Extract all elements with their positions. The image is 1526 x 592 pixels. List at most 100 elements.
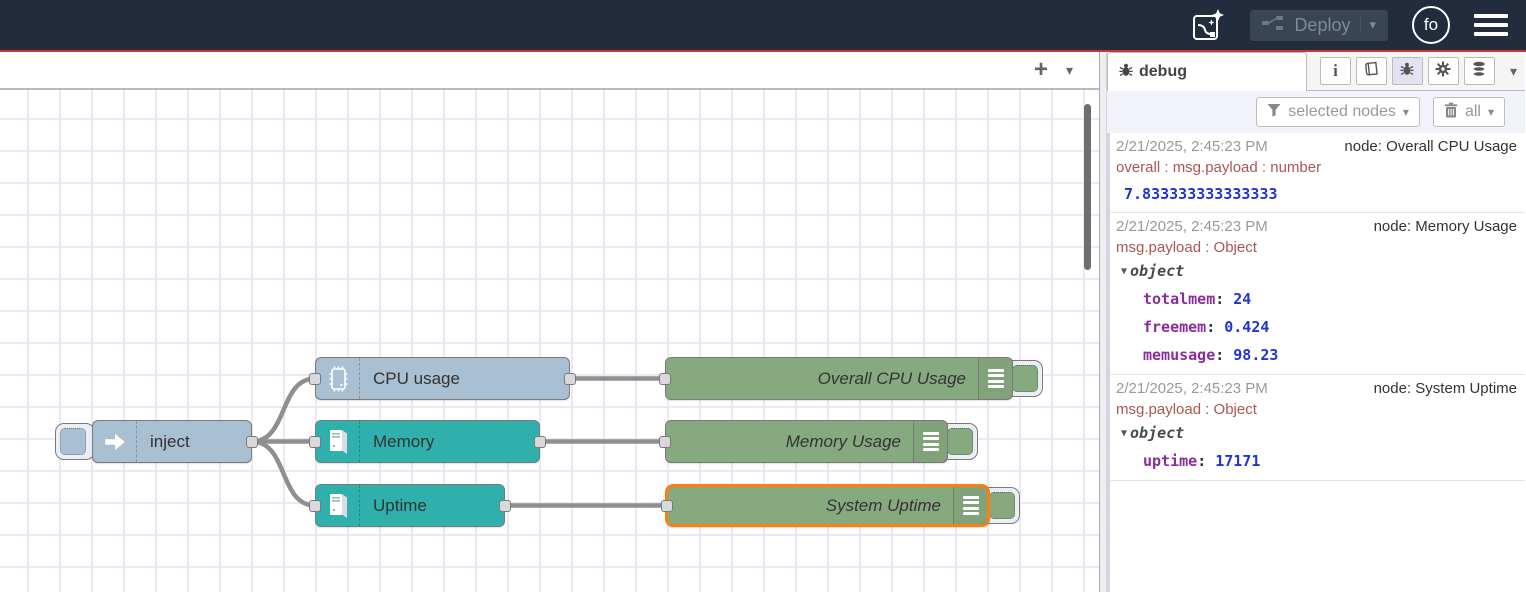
- context-tab-button[interactable]: [1463, 57, 1495, 85]
- bug-icon: [1399, 61, 1415, 82]
- input-port[interactable]: [309, 435, 321, 448]
- sidebar: debug i: [1107, 52, 1525, 592]
- deploy-label: Deploy: [1294, 14, 1351, 35]
- header-accent-line: [0, 50, 1526, 52]
- node-cpu-usage[interactable]: CPU usage: [309, 357, 576, 400]
- debug-toggle-inner: [989, 492, 1015, 519]
- node-memory[interactable]: Memory: [309, 420, 546, 463]
- property-value: 98.23: [1233, 346, 1279, 364]
- message-value: 7.833333333333333: [1124, 185, 1278, 203]
- output-port[interactable]: [564, 372, 576, 385]
- node-label: Overall CPU Usage: [817, 368, 966, 388]
- header: Deploy ▾ fo: [0, 0, 1526, 50]
- output-port[interactable]: [499, 499, 511, 512]
- input-port[interactable]: [659, 435, 671, 448]
- property-key: totalmem: [1143, 290, 1224, 308]
- input-port[interactable]: [661, 499, 673, 512]
- export-flow-icon[interactable]: [1190, 7, 1226, 43]
- output-port[interactable]: [246, 435, 258, 448]
- object-expander[interactable]: ▼object: [1121, 262, 1185, 280]
- book-icon: [1363, 61, 1380, 82]
- deploy-button[interactable]: Deploy ▾: [1250, 9, 1388, 41]
- message-property-path: msg.payload : Object: [1116, 401, 1257, 418]
- input-port[interactable]: [659, 372, 671, 385]
- debug-toolbar: selected nodes ▾ all ▾: [1107, 91, 1525, 133]
- object-expander[interactable]: ▼object: [1121, 424, 1185, 442]
- object-property: totalmem24: [1116, 285, 1517, 313]
- config-tab-button[interactable]: [1427, 57, 1459, 85]
- debug-filter-button[interactable]: selected nodes ▾: [1256, 97, 1420, 127]
- add-flow-button[interactable]: +: [1033, 56, 1048, 83]
- debug-toggle-button[interactable]: [980, 487, 1020, 524]
- node-inject[interactable]: inject: [92, 420, 258, 463]
- message-property-path: msg.payload : Object: [1116, 239, 1257, 256]
- deploy-chevron-icon[interactable]: ▾: [1360, 17, 1384, 33]
- message-timestamp: 2/21/2025, 2:45:23 PM: [1116, 138, 1268, 155]
- menu-bar: [1474, 14, 1508, 18]
- output-port[interactable]: [534, 435, 546, 448]
- debug-output-icon: [978, 358, 1012, 399]
- info-icon: i: [1333, 61, 1338, 80]
- node-debug-memory-usage[interactable]: Memory Usage: [659, 420, 948, 463]
- debug-output-icon: [953, 487, 987, 524]
- property-key: freemem: [1143, 318, 1215, 336]
- debug-message: 2/21/2025, 2:45:23 PM node: Overall CPU …: [1110, 133, 1525, 213]
- inject-arrow-icon: [93, 421, 137, 462]
- message-source-node[interactable]: node: Memory Usage: [1373, 218, 1517, 235]
- debug-filter-label: selected nodes: [1288, 103, 1396, 120]
- debug-clear-button[interactable]: all ▾: [1432, 97, 1505, 127]
- canvas-column: + ▾: [0, 52, 1100, 592]
- flow-canvas[interactable]: inject CPU usage: [0, 90, 1099, 592]
- node-uptime[interactable]: Uptime: [309, 484, 511, 527]
- node-debug-system-uptime[interactable]: System Uptime: [661, 484, 990, 527]
- deploy-icon: [1262, 15, 1284, 36]
- server-icon: [316, 485, 360, 526]
- object-property: freemem 0.424: [1116, 313, 1517, 341]
- trash-icon: [1444, 102, 1458, 123]
- sidebar-options-chevron-icon[interactable]: ▾: [1509, 62, 1517, 79]
- wires: [249, 376, 668, 508]
- sidebar-separator[interactable]: [1100, 52, 1107, 592]
- caret-down-icon[interactable]: ▼: [1121, 428, 1128, 439]
- node-label: inject: [150, 431, 190, 451]
- node-label: Memory: [373, 431, 435, 451]
- user-avatar[interactable]: fo: [1412, 6, 1450, 44]
- caret-down-icon[interactable]: ▼: [1121, 266, 1128, 277]
- canvas-vertical-scrollbar[interactable]: [1084, 104, 1091, 270]
- chevron-down-icon: ▾: [1487, 105, 1494, 119]
- node-debug-overall-cpu[interactable]: Overall CPU Usage: [659, 357, 1013, 400]
- property-key: memusage: [1143, 346, 1224, 364]
- node-label: Uptime: [373, 495, 427, 515]
- debug-toggle-inner: [1012, 365, 1038, 392]
- node-label: System Uptime: [825, 495, 941, 515]
- bug-icon: [1118, 62, 1134, 83]
- flow-list-chevron-icon[interactable]: ▾: [1065, 61, 1073, 78]
- input-port[interactable]: [309, 499, 321, 512]
- database-icon: [1471, 61, 1487, 82]
- debug-message: 2/21/2025, 2:45:23 PM node: System Uptim…: [1110, 375, 1525, 481]
- tab-debug[interactable]: debug: [1107, 52, 1307, 91]
- property-value: 0.424: [1224, 318, 1270, 336]
- message-source-node[interactable]: node: System Uptime: [1373, 380, 1517, 397]
- server-icon: [316, 421, 360, 462]
- sidebar-tab-bar: debug i: [1107, 52, 1525, 91]
- menu-bar: [1474, 32, 1508, 36]
- property-key: uptime: [1143, 452, 1206, 470]
- help-tab-button[interactable]: [1355, 57, 1387, 85]
- flow-tab-bar: + ▾: [0, 52, 1099, 90]
- object-property: uptime 17171: [1116, 447, 1517, 475]
- inject-trigger-button[interactable]: [55, 423, 95, 460]
- debug-message-list: 2/21/2025, 2:45:23 PM node: Overall CPU …: [1107, 133, 1525, 592]
- message-source-node[interactable]: node: Overall CPU Usage: [1344, 138, 1517, 155]
- debug-clear-label: all: [1464, 103, 1481, 120]
- info-tab-button[interactable]: i: [1319, 57, 1351, 85]
- message-timestamp: 2/21/2025, 2:45:23 PM: [1116, 380, 1268, 397]
- funnel-icon: [1267, 103, 1281, 122]
- debug-tab-button[interactable]: [1391, 57, 1423, 85]
- input-port[interactable]: [309, 372, 321, 385]
- chevron-down-icon: ▾: [1402, 105, 1409, 119]
- property-value: 17171: [1215, 452, 1261, 470]
- gear-icon: [1435, 61, 1451, 82]
- main-menu-button[interactable]: [1474, 14, 1508, 36]
